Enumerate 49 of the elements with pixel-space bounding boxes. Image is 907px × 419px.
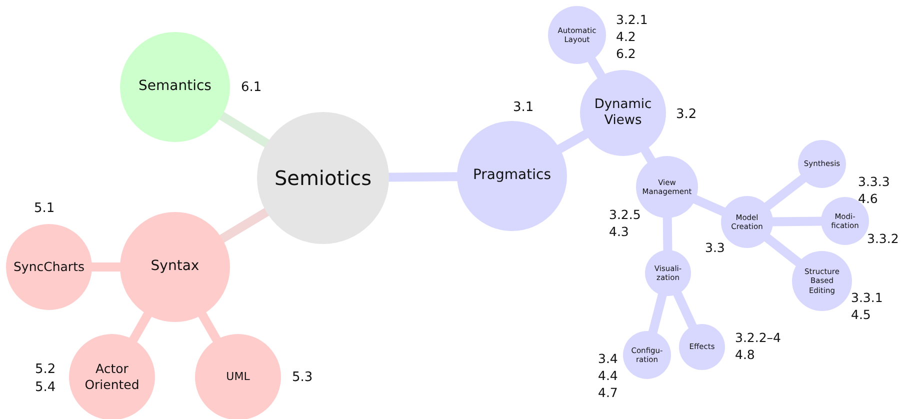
topic-label: Dynamic Views (593, 96, 653, 130)
topic-label: Actor Oriented (84, 361, 140, 393)
section-number: 3.3.1 (851, 290, 883, 307)
section-number: 3.2 (676, 106, 697, 124)
section-number: 5.3 (292, 369, 313, 387)
section-number: 4.4 (598, 368, 618, 385)
section-number: 5.1 (34, 200, 55, 218)
section-number: 4.5 (851, 306, 871, 324)
section-number: 3.3 (705, 240, 725, 257)
connector (640, 146, 656, 164)
topic-circle (679, 324, 725, 370)
connector (662, 216, 672, 252)
section-number: 3.2.2–4 (735, 330, 782, 347)
connector (556, 130, 589, 154)
topic-label: Semantics (138, 78, 212, 96)
topic-circle (798, 140, 846, 188)
topic-label: Syntax (150, 258, 200, 276)
section-number: 6.1 (241, 79, 262, 97)
connector (673, 291, 697, 329)
topic-circle (623, 331, 671, 379)
section-number: 4.8 (735, 346, 755, 364)
connector (648, 293, 667, 334)
connector (587, 56, 606, 80)
connector (388, 172, 458, 182)
section-number: 4.6 (858, 190, 878, 208)
section-number: 3.1 (513, 99, 534, 117)
connector (764, 234, 802, 267)
connector (218, 111, 270, 148)
section-number: 3.2.5 (609, 207, 641, 224)
section-number: 4.2 (616, 28, 636, 46)
connector (692, 194, 726, 216)
section-number: 5.4 (35, 378, 56, 396)
connector (128, 312, 152, 343)
section-number: 3.3.2 (867, 231, 899, 248)
connector (764, 174, 807, 210)
topic-label: Semiotics (273, 166, 373, 190)
topic-label: UML (225, 370, 251, 384)
section-number: 4.7 (598, 384, 618, 402)
connector (218, 208, 270, 244)
section-number: 3.2.1 (616, 12, 648, 29)
section-number: 6.2 (616, 46, 636, 63)
section-number: 3.3.3 (858, 174, 890, 191)
section-number: 5.2 (35, 361, 56, 379)
section-number: 3.4 (598, 351, 618, 368)
topic-label: SyncCharts (12, 259, 86, 275)
connector (198, 312, 222, 343)
section-number: 4.3 (609, 224, 629, 241)
topic-label: Pragmatics (472, 167, 552, 185)
connector (91, 262, 121, 272)
